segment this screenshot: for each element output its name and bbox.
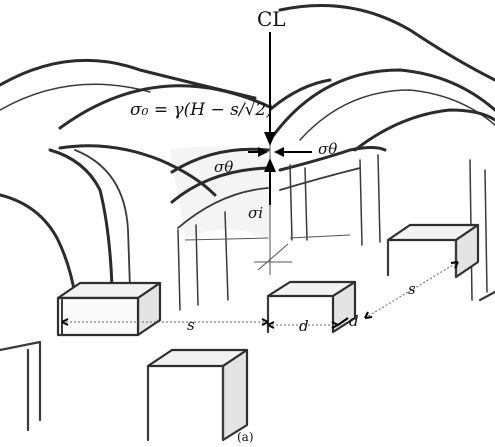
sigma-theta-right-label: σθ xyxy=(318,140,337,158)
arch-groin-right xyxy=(270,78,332,110)
sigma-i-arrowhead xyxy=(264,158,276,172)
dim-s-front-label: s xyxy=(187,316,195,334)
sigma-0-arrowhead xyxy=(264,132,276,146)
pier-far-left xyxy=(0,340,42,432)
pillar-far-right-b xyxy=(484,169,488,293)
pillar-front-e xyxy=(304,167,308,241)
pillar-front-a xyxy=(177,229,181,311)
formula-label: σ₀ = γ(H − s/√2) xyxy=(130,100,273,120)
arch-rib-c xyxy=(177,187,269,229)
vault-shells xyxy=(0,4,495,240)
pier-front xyxy=(146,348,249,442)
arch-right-a-inner xyxy=(299,89,495,141)
pillar-base-line-b xyxy=(289,234,351,239)
pier-right xyxy=(386,223,480,279)
dim-d-2-label: d xyxy=(349,312,359,330)
pillars xyxy=(0,148,488,311)
pillar-front-b xyxy=(195,224,199,306)
arch-rib-b xyxy=(170,166,270,204)
pillar-left-a xyxy=(0,193,77,297)
pier-far-right xyxy=(478,290,495,302)
dimension-lines xyxy=(61,261,459,329)
labels: CL σ₀ = γ(H − s/√2) σθ σθ σi s d d s (a) xyxy=(130,7,416,444)
pillar-right-a xyxy=(359,159,363,246)
arch-rib-a xyxy=(170,147,270,174)
arch-rib-right xyxy=(278,146,387,172)
pillar-front-c xyxy=(224,211,229,301)
pier-left xyxy=(56,281,162,337)
dim-d-1-label: d xyxy=(299,317,309,335)
arch-right-a xyxy=(268,68,495,142)
pillar-base-line-a xyxy=(184,237,269,241)
figure-caption: (a) xyxy=(237,430,254,444)
arch-groin-main xyxy=(58,84,274,130)
pillar-right-b xyxy=(377,154,381,243)
pillar-left-c xyxy=(74,149,131,289)
pier-blocks xyxy=(0,223,495,442)
arch-top-right xyxy=(278,4,495,82)
pillar-front-d xyxy=(289,164,293,241)
centerline-label: CL xyxy=(257,7,286,31)
dim-d2-arrow xyxy=(337,317,349,326)
arch-rib-right-b xyxy=(279,167,361,191)
sigma-theta-left-label: σθ xyxy=(214,158,233,176)
pier-middle xyxy=(266,280,357,334)
arch-back-left-inner xyxy=(0,83,151,111)
base-cross-marker xyxy=(254,243,292,271)
centerline-group xyxy=(248,32,312,275)
pillar-left-b xyxy=(48,148,114,290)
dim-s-right-label: s xyxy=(408,280,416,298)
arch-right-b xyxy=(353,108,495,152)
sigma-i-label: σi xyxy=(248,204,263,222)
